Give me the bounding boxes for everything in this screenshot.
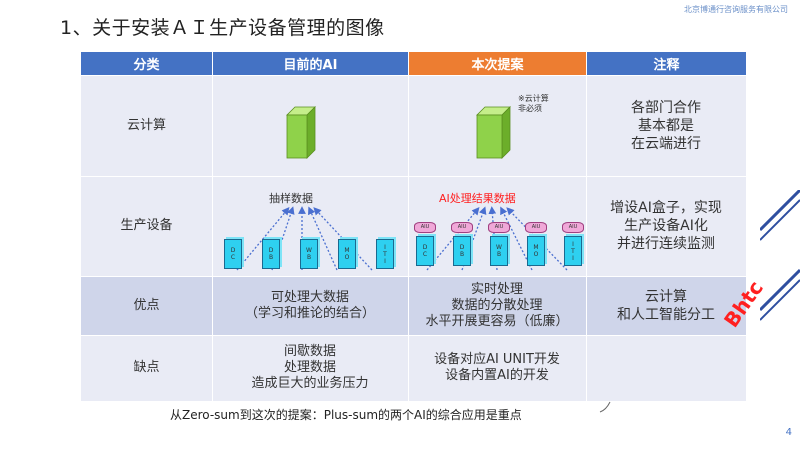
cloud-cube-icon	[286, 106, 316, 159]
device-with-ai-unit: AIU D B	[451, 222, 473, 272]
device-box-icon: M O	[338, 239, 356, 269]
device-box-icon: D C	[416, 236, 434, 266]
demerit-current: 间歇数据处理数据造成巨大的业务压力	[251, 344, 369, 391]
sampling-data-label: 抽样数据	[269, 190, 313, 206]
row-label-merit: 优点	[133, 297, 160, 313]
row-cloud	[81, 75, 746, 176]
header-proposal: 本次提案	[408, 52, 586, 75]
cloud-optional-note: ※云计算非必须	[518, 94, 549, 113]
ai-unit-chip-icon: AIU	[488, 222, 510, 233]
row-demerit	[81, 335, 746, 401]
column-divider	[212, 75, 213, 401]
header-current-ai: 目前的AI	[212, 52, 408, 75]
note-merit: 云计算和人工智能分工	[617, 288, 715, 323]
column-divider	[408, 75, 409, 401]
row-merit	[81, 276, 746, 335]
page-number: 4	[785, 427, 792, 438]
merit-current: 可处理大数据（学习和推论的结合）	[244, 289, 375, 321]
header-notes: 注释	[586, 52, 746, 75]
ai-unit-chip-icon: AIU	[525, 222, 547, 233]
device-with-ai-unit: AIU I T I	[562, 222, 584, 272]
device-box-icon: W B	[300, 239, 318, 269]
cloud-cube-icon	[476, 106, 511, 159]
row-label-demerit: 缺点	[133, 360, 160, 375]
merit-proposal: 实时处理数据的分散处理水平开展更容易（低廉）	[425, 281, 569, 329]
ai-unit-chip-icon: AIU	[414, 222, 436, 233]
row-label-device: 生产设备	[120, 218, 173, 233]
device-boxes-proposal: AIU D C AIU D B AIU W B AIU M O AIU I T I	[414, 222, 584, 272]
column-divider	[586, 75, 587, 401]
device-with-ai-unit: AIU M O	[525, 222, 547, 272]
decorative-stripes	[760, 190, 800, 321]
header-category: 分类	[81, 52, 212, 75]
device-box-icon: W B	[490, 236, 508, 266]
device-box-icon: I T I	[564, 236, 582, 266]
comparison-table: 分类 目前的AI 本次提案 注释 云计算 生产设备 优点 缺点 各部门合作基本都…	[81, 52, 746, 401]
device-box-icon: D B	[262, 239, 280, 269]
ai-unit-chip-icon: AIU	[451, 222, 473, 233]
row-device	[81, 176, 746, 276]
device-with-ai-unit: AIU D C	[414, 222, 436, 272]
page-title: 1、关于安装ＡＩ生产设备管理的图像	[60, 17, 385, 39]
note-device: 增设AI盒子，实现生产设备AI化并进行连续监测	[610, 200, 722, 252]
row-label-cloud: 云计算	[126, 117, 166, 133]
device-with-ai-unit: AIU W B	[488, 222, 510, 272]
device-box-icon: D C	[224, 239, 242, 269]
device-box-icon: D B	[453, 236, 471, 266]
company-name: 北京博通行咨询服务有限公司	[684, 5, 788, 14]
device-box-icon: M O	[527, 236, 545, 266]
device-box-icon: I T I	[376, 239, 394, 269]
ai-unit-chip-icon: AIU	[562, 222, 584, 233]
note-cloud: 各部门合作基本都是在云端进行	[631, 99, 701, 152]
architecture-diagram	[236, 106, 568, 271]
footnote-mark-icon	[599, 401, 611, 413]
ai-result-data-label: AI处理结果数据	[439, 190, 516, 206]
footer-summary: 从Zero-sum到这次的提案：Plus-sum的两个AI的综合应用是重点	[170, 408, 522, 422]
demerit-proposal: 设备对应AI UNIT开发设备内置AI的开发	[434, 352, 560, 383]
